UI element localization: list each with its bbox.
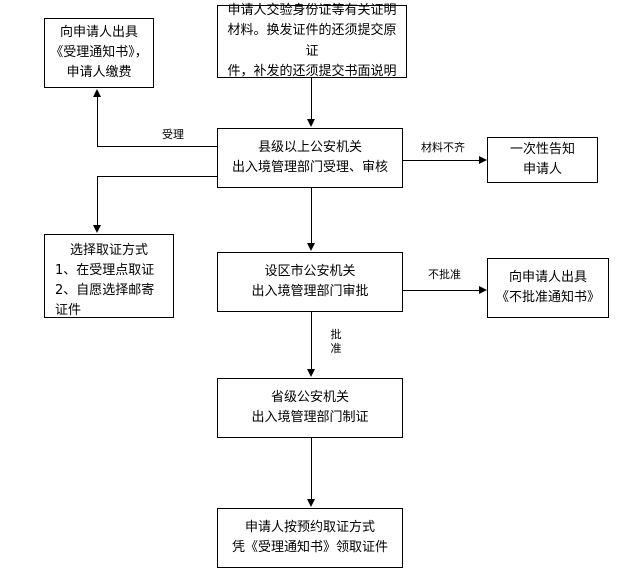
- node-choose-pickup-line-3: 2、自愿选择邮寄: [55, 283, 155, 299]
- connector-accepted-horizontal: [97, 146, 218, 147]
- node-province-production-line-2: 出入境管理部门制证: [251, 410, 369, 425]
- node-applicant-submit-line-3: 件，补发的还须提交书面说明: [227, 63, 397, 79]
- arrow-materials-incomplete: [479, 156, 487, 164]
- node-one-time-notice-line-1: 一次性告知: [509, 141, 575, 157]
- node-county-review[interactable]: 县级以上公安机关 出入境管理部门受理、审核: [217, 128, 403, 188]
- node-collect-document-line-1: 申请人按预约取证方式: [244, 519, 375, 535]
- connector-city-to-province: [311, 312, 312, 370]
- node-issue-acceptance-notice-line-2: 《受理通知书》，: [50, 44, 148, 60]
- node-city-approval[interactable]: 设区市公安机关 出入境管理部门审批: [217, 252, 403, 312]
- edge-label-not-approved: 不批准: [428, 268, 461, 281]
- node-applicant-submit[interactable]: 申请人交验身份证等有关证明 材料。换发证件的还须提交原证 件，补发的还须提交书面…: [217, 3, 407, 79]
- node-county-review-line-1: 县级以上公安机关: [257, 139, 362, 155]
- arrow-city-to-province: [307, 369, 315, 377]
- node-one-time-notice-line-2: 申请人: [522, 162, 562, 177]
- arrow-county-to-city: [307, 243, 315, 251]
- arrow-not-approved: [479, 286, 487, 294]
- connector-province-to-collect: [311, 438, 312, 500]
- node-choose-pickup-line-2: 1、在受理点取证: [55, 263, 155, 279]
- connector-accepted-vertical: [97, 96, 98, 147]
- connector-pickup-horizontal: [97, 176, 218, 177]
- node-applicant-submit-line-2: 材料。换发证件的还须提交原证: [227, 23, 397, 59]
- arrow-submit-to-county: [307, 119, 315, 127]
- node-applicant-submit-line-1: 申请人交验身份证等有关证明: [227, 3, 397, 19]
- connector-county-to-city: [311, 188, 312, 244]
- node-collect-document[interactable]: 申请人按预约取证方式 凭《受理通知书》领取证件: [217, 508, 403, 568]
- node-one-time-notice[interactable]: 一次性告知 申请人: [487, 137, 598, 183]
- node-issue-acceptance-notice[interactable]: 向申请人出具 《受理通知书》， 申请人缴费: [44, 18, 154, 88]
- node-city-approval-line-1: 设区市公安机关: [264, 263, 356, 279]
- edge-label-approved: 批准: [330, 328, 342, 355]
- node-issue-rejection-notice[interactable]: 向申请人出具 《不批准通知书》: [487, 258, 609, 318]
- node-choose-pickup[interactable]: 选择取证方式 1、在受理点取证 2、自愿选择邮寄 证件: [44, 234, 174, 318]
- node-city-approval-line-2: 出入境管理部门审批: [251, 284, 369, 299]
- node-issue-rejection-notice-line-1: 向申请人出具: [508, 269, 587, 285]
- connector-materials-incomplete: [403, 160, 481, 161]
- node-province-production[interactable]: 省级公安机关 出入境管理部门制证: [217, 378, 403, 438]
- node-issue-rejection-notice-line-2: 《不批准通知书》: [495, 290, 600, 305]
- connector-submit-to-county: [311, 78, 312, 120]
- connector-pickup-vertical: [97, 176, 98, 226]
- node-choose-pickup-line-4: 证件: [55, 303, 82, 319]
- edge-label-accepted: 受理: [162, 128, 184, 141]
- node-collect-document-line-2: 凭《受理通知书》领取证件: [231, 540, 388, 555]
- node-province-production-line-1: 省级公安机关: [270, 389, 349, 405]
- node-choose-pickup-line-1: 选择取证方式: [69, 243, 148, 258]
- connector-not-approved: [403, 290, 481, 291]
- edge-label-materials-incomplete: 材料不齐: [421, 141, 465, 154]
- node-issue-acceptance-notice-line-3: 申请人缴费: [66, 65, 132, 81]
- node-issue-acceptance-notice-line-1: 向申请人出具: [59, 24, 138, 40]
- arrow-province-to-collect: [307, 499, 315, 507]
- arrow-accepted-to-acceptance-notice: [93, 89, 101, 97]
- arrow-pickup-to-choose-pickup: [93, 225, 101, 233]
- node-county-review-line-2: 出入境管理部门受理、审核: [231, 160, 388, 175]
